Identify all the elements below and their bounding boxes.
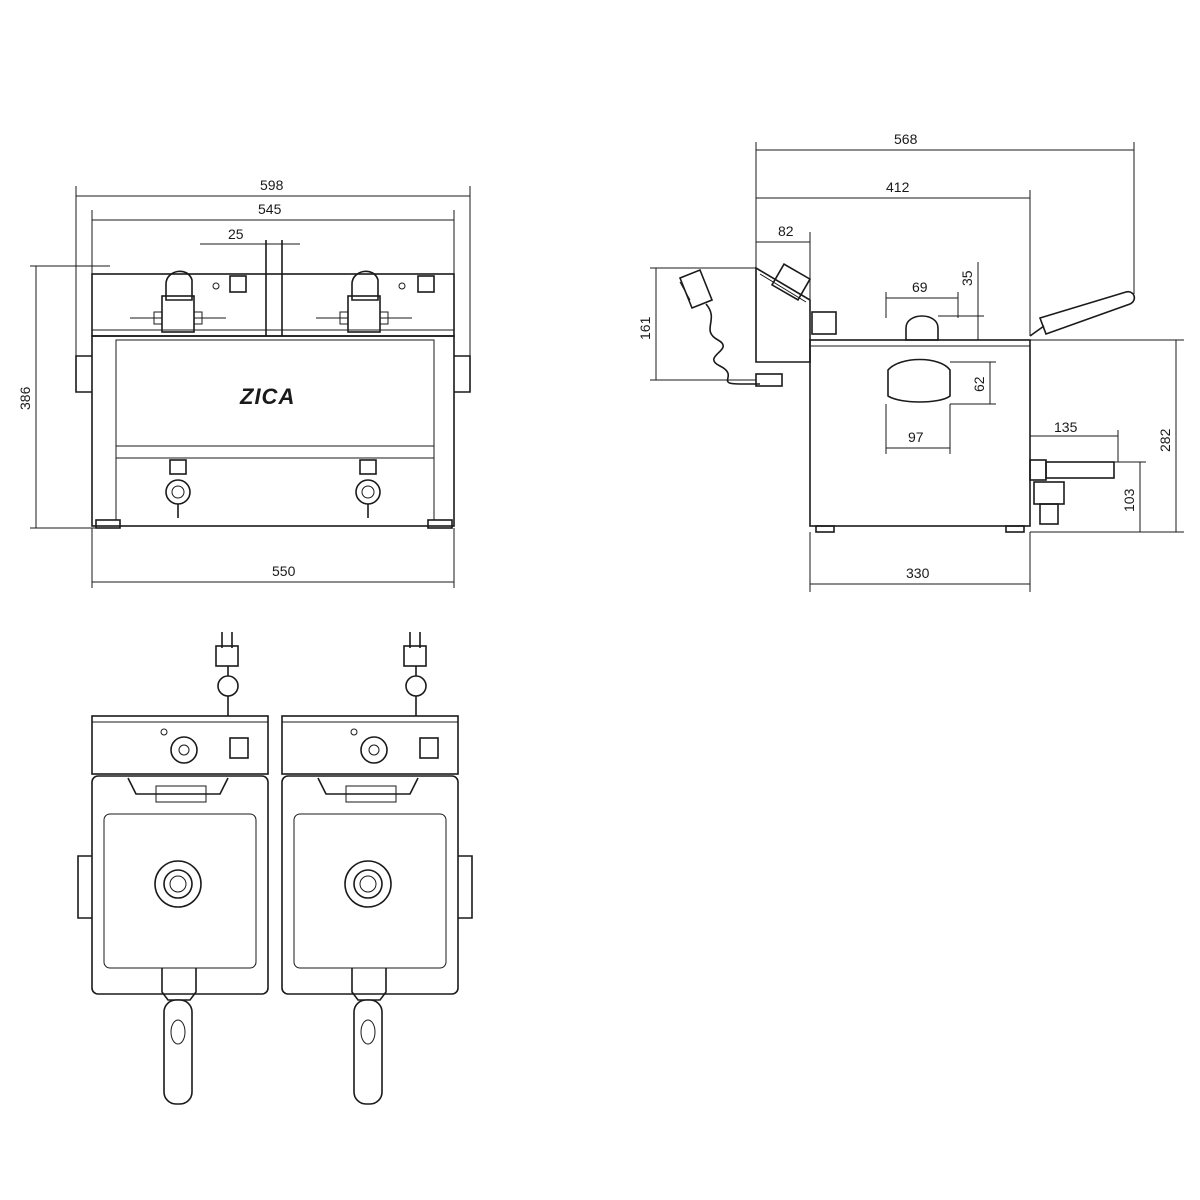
dim-base-depth-label: 330 [906, 565, 930, 581]
brand-logo: ZICA [239, 384, 295, 409]
dim-body-height-label: 282 [1157, 428, 1173, 452]
side-view: 568 412 82 161 69 [637, 131, 1184, 592]
top-unit-right [281, 632, 473, 1105]
dim-body-depth-label: 412 [886, 179, 910, 195]
top-tank-left [91, 775, 269, 995]
dim-handle-width: 97 [885, 404, 951, 454]
dim-tap-height-label: 103 [1121, 488, 1137, 512]
dim-tap-height: 103 [1114, 461, 1146, 532]
knob-assembly-left [130, 270, 247, 333]
power-cord-side [678, 268, 783, 387]
drain-tap-right [355, 459, 381, 518]
top-control-strip-left [91, 715, 269, 775]
dim-handle-height: 62 [950, 361, 996, 405]
top-unit-left [77, 632, 269, 1105]
left-side-handle [75, 355, 92, 393]
dim-tap-reach: 135 [1030, 419, 1119, 462]
dim-handle-height-label: 62 [971, 376, 987, 392]
dim-knob-width-label: 69 [912, 279, 928, 295]
dim-height: 386 [17, 265, 110, 529]
dim-base-width: 550 [91, 528, 455, 588]
dim-body-depth: 412 [756, 179, 1031, 336]
side-control-panel [755, 266, 811, 363]
dim-height-label: 386 [17, 386, 33, 410]
dim-base-depth: 330 [809, 532, 1031, 592]
dim-overall-width: 598 [75, 177, 471, 356]
knob-assembly-right [316, 270, 435, 333]
front-foot-right [427, 519, 453, 529]
dim-overall-width-label: 598 [260, 177, 284, 193]
dim-gap: 25 [200, 226, 300, 245]
dim-inner-width: 545 [91, 201, 455, 274]
front-view: ZICA 598 545 [17, 177, 471, 588]
dim-overall-depth-label: 568 [894, 131, 918, 147]
dim-tap-reach-label: 135 [1054, 419, 1078, 435]
dim-panel-depth-label: 82 [778, 223, 794, 239]
dim-panel-height-label: 161 [637, 316, 653, 340]
dim-inner-width-label: 545 [258, 201, 282, 217]
top-control-strip-right [281, 715, 459, 775]
dim-knob-height: 35 [938, 262, 984, 341]
lid-knob [905, 315, 939, 341]
dim-overall-depth: 568 [755, 131, 1135, 294]
right-side-handle [454, 355, 471, 393]
drain-tap-left [165, 459, 191, 518]
dim-base-width-label: 550 [272, 563, 296, 579]
basket-handle-side [1029, 290, 1136, 337]
top-tank-right [281, 775, 459, 995]
dim-body-height: 282 [1030, 339, 1184, 533]
front-top-panel [91, 273, 455, 337]
dim-panel-height: 161 [637, 267, 756, 381]
top-view [77, 632, 473, 1105]
dim-gap-label: 25 [228, 226, 244, 242]
front-foot-left [95, 519, 121, 529]
drain-tap-side [1029, 459, 1115, 525]
dim-handle-width-label: 97 [908, 429, 924, 445]
dim-knob-width: 69 [885, 279, 959, 318]
dim-knob-height-label: 35 [959, 270, 975, 286]
side-handle [887, 358, 951, 403]
dim-panel-depth: 82 [756, 223, 811, 300]
front-body [91, 335, 455, 527]
